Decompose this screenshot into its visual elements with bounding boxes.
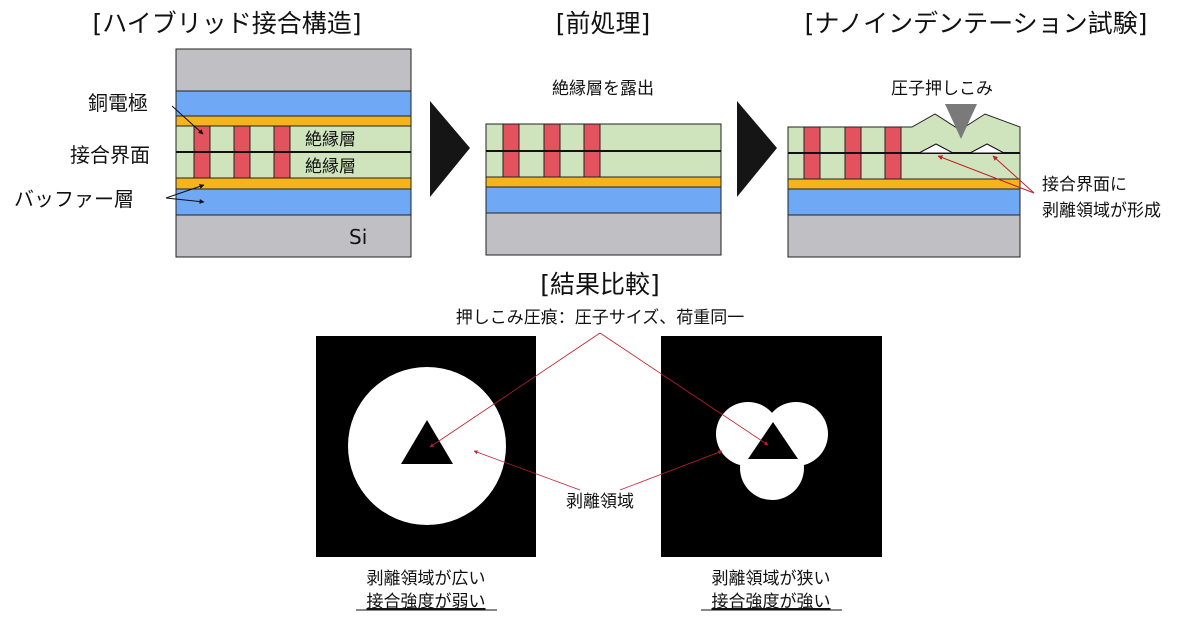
heading-structure: [ハイブリッド接合構造] [92,9,361,38]
left-result-line-1: 剥離領域が広い [367,569,486,589]
si-substrate [175,214,412,258]
bond-interface-label: 接合界面 [70,143,150,167]
si-label: Si [349,225,367,249]
buffer-layer-label: バッファー層 [14,187,134,211]
note-pointer-right [599,332,769,446]
copper-layer-bottom [175,188,412,216]
indenter-tip [945,104,977,139]
electrode-pointer-arrow [171,105,204,135]
delamination-formed-label-2: 剥離領域が形成 [1042,201,1161,221]
insulator-label-upper: 絶縁層 [305,130,356,150]
delamination-arrow-1 [937,155,1035,194]
copper-layer-top [175,90,412,117]
step-chevron-2 [737,101,777,197]
indented-stack [787,113,1021,258]
right-result-line-1: 剥離領域が狭い [712,569,831,589]
pretreated-stack [485,123,722,256]
p3-copper [787,188,1021,216]
insulator-layer-lower [175,151,412,179]
p2-insulator-upper [485,123,722,152]
result-panel-left [316,336,536,557]
p2-insulator-lower [485,150,722,178]
region-pointer-right [619,450,723,491]
right-indent-triangle [748,422,798,459]
buffer-layer-top [175,115,412,127]
expose-insulator-label: 絶縁層を露出 [552,79,654,99]
buffer-pointer-arrow-2 [165,197,205,205]
buffer-pointer-arrow-1 [165,184,205,199]
indenter-press-label: 圧子押しこみ [891,79,993,99]
heading-test: [ナノインデンテーション試験] [805,9,1148,38]
p2-copper [485,186,722,214]
left-result-line-2: 接合強度が弱い [367,592,486,612]
si-top-layer [175,48,412,92]
p2-buffer [485,176,722,188]
delamination-region-label: 剥離領域 [566,492,634,512]
step-chevron-1 [430,101,470,197]
left-indent-triangle [401,420,453,464]
note-pointer-left [429,332,601,448]
right-result-line-2: 接合強度が強い [712,592,831,612]
heading-results: [結果比較] [540,270,660,299]
structure-stack [175,48,412,258]
p3-buffer [787,178,1021,190]
p3-insulator-lower [787,152,1021,180]
insulator-layer-upper [175,125,412,153]
delamination-formed-label-1: 接合界面に [1042,175,1127,195]
delamination-gap-left [918,143,954,154]
indentation-note: 押しこみ圧痕：圧子サイズ、荷重同一 [456,308,745,328]
p3-si [787,214,1021,258]
insulator-label-lower: 絶縁層 [305,157,356,177]
result-panel-right [661,336,882,557]
delamination-arrow-2 [992,155,1035,194]
region-pointer-left [473,450,581,491]
delamination-gap-right [969,143,1005,154]
buffer-layer-bottom [175,177,412,190]
p2-si [485,212,722,256]
heading-pretreatment: [前処理] [556,9,651,38]
copper-electrode-label: 銅電極 [88,91,148,115]
